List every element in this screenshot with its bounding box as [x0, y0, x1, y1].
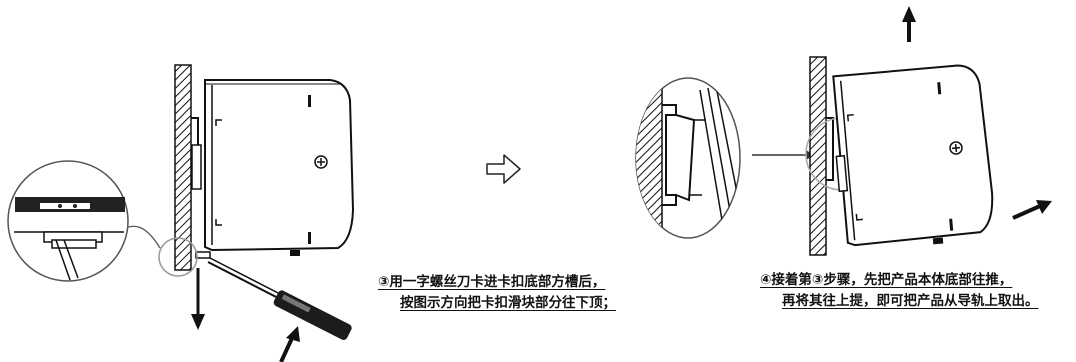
transition-arrow-icon	[486, 154, 521, 184]
left-screw-icon	[314, 155, 328, 169]
right-wall	[809, 56, 827, 256]
left-zoom-detail	[7, 160, 129, 282]
step4-caption-line2: 再将其往上提，即可把产品从导轨上取出。	[782, 293, 1039, 309]
right-zoom-detail	[635, 77, 741, 239]
right-figure	[635, 6, 1052, 256]
left-clip	[191, 144, 202, 190]
step4-caption: ④接着第③步骤，先把产品本体底部往推， 再将其往上提，即可把产品从导轨上取出。	[760, 270, 1039, 312]
left-zoom-screwdriver	[55, 239, 79, 281]
left-wall	[174, 64, 192, 271]
step3-caption: ③用一字螺丝刀卡进卡扣底部方槽后， 按图示方向把卡扣滑块部分往下顶；	[378, 272, 616, 314]
left-magnify-circle	[158, 237, 198, 277]
step4-caption-line1: ④接着第③步骤，先把产品本体底部往推，	[760, 272, 1013, 288]
left-push-arrow-icon	[279, 335, 295, 362]
left-figure	[7, 64, 355, 362]
step3-caption-line1: ③用一字螺丝刀卡进卡扣底部方槽后，	[378, 274, 606, 290]
step3-caption-line2: 按图示方向把卡扣滑块部分往下顶；	[400, 295, 616, 311]
right-product-body	[832, 64, 994, 247]
left-product-body	[195, 79, 355, 259]
left-screwdriver-icon	[207, 257, 352, 340]
right-din-rail	[826, 117, 834, 181]
right-push-arrow-icon	[1012, 204, 1041, 220]
right-screw-icon	[949, 141, 963, 155]
